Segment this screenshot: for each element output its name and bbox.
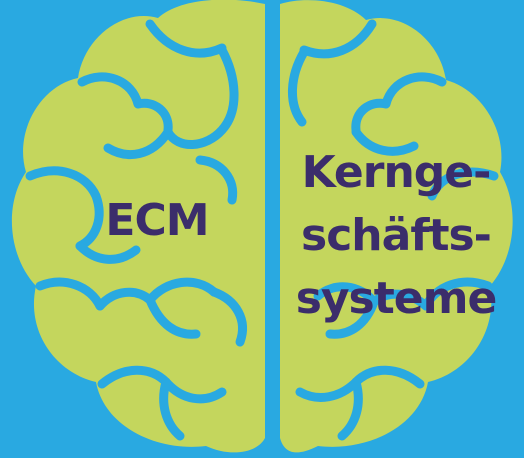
left-hemisphere-shape	[11, 0, 265, 453]
core-business-systems-line-3: systeme	[295, 273, 498, 324]
left-hemisphere	[11, 0, 265, 453]
core-business-systems-line-2: schäfts-	[301, 210, 492, 261]
core-business-systems-line-1: Kernge-	[301, 147, 492, 198]
ecm-label: ECM	[105, 195, 209, 246]
core-business-systems-label: Kernge- schäfts- systeme	[280, 141, 512, 330]
right-hemisphere-shape	[280, 0, 513, 453]
right-hemisphere	[280, 0, 513, 453]
